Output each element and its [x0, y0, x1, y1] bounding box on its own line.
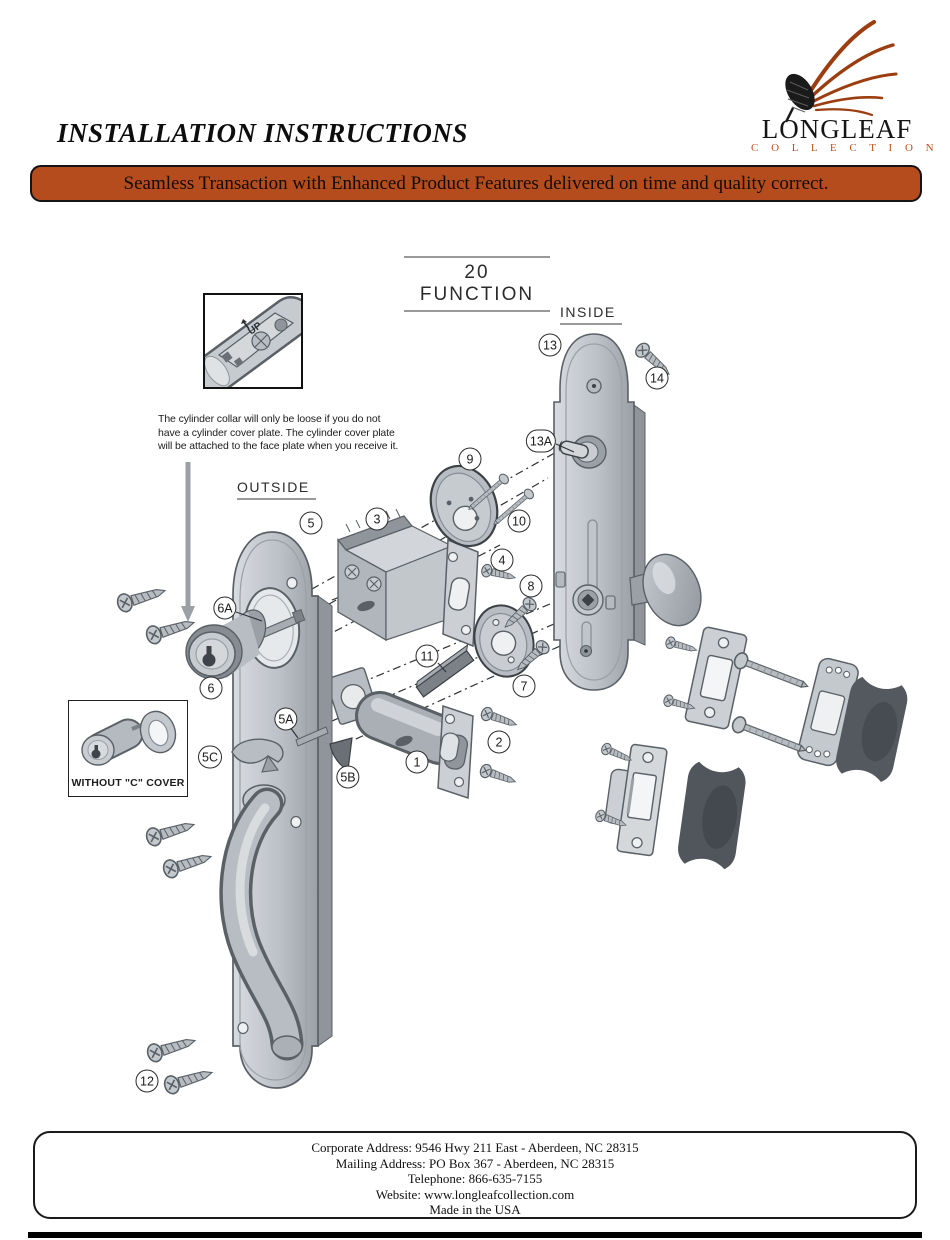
callout-8: 8 — [519, 574, 543, 598]
note-line: have a cylinder cover plate. The cylinde… — [158, 426, 395, 439]
callout-5C: 5C — [198, 745, 222, 769]
callout-11: 11 — [415, 644, 439, 668]
note-line: The cylinder collar will only be loose i… — [158, 413, 381, 425]
without-c-cover-label: WITHOUT "C" COVER — [71, 777, 185, 789]
callout-5B: 5B — [336, 765, 360, 789]
callout-6: 6 — [199, 676, 223, 700]
footer-line: Website: www.longleafcollection.com — [375, 1186, 575, 1202]
without-c-cover-art — [81, 710, 177, 766]
outside-handle — [219, 784, 304, 1061]
spindle-bar — [415, 644, 475, 698]
callout-7: 7 — [512, 674, 536, 698]
pine-cone — [784, 73, 815, 123]
deadbolt-lock-body — [337, 508, 479, 648]
latch-strike-plate — [604, 743, 668, 857]
deadbolt-dust-box — [836, 676, 908, 783]
note-pointer-arrow — [181, 462, 195, 622]
note-line: will be attached to the face plate when … — [158, 440, 399, 452]
footer-line: Made in the USA — [429, 1202, 521, 1218]
callout-5: 5 — [299, 511, 323, 535]
footer-box: Corporate Address: 9546 Hwy 211 East - A… — [33, 1131, 917, 1219]
inset-closeup-art: UP — [205, 296, 301, 387]
outside-label: OUTSIDE — [237, 479, 316, 500]
callout-5A: 5A — [274, 707, 298, 731]
logo-collection-text: C O L L E C T I O N — [751, 142, 939, 154]
spindle-hub — [572, 584, 604, 616]
footer-line: Corporate Address: 9546 Hwy 211 East - A… — [311, 1140, 639, 1155]
part-5c-cover — [231, 738, 284, 773]
inside-plate — [553, 333, 646, 691]
thumbturn — [558, 435, 607, 469]
callout-6A: 6A — [213, 596, 237, 620]
cylinder-collar-plate — [429, 464, 499, 548]
callout-9: 9 — [458, 447, 482, 471]
inside-knob — [629, 553, 702, 627]
callout-4: 4 — [490, 548, 514, 572]
bottom-page-rule — [28, 1232, 922, 1238]
callout-3: 3 — [365, 507, 389, 531]
key-cylinder — [185, 609, 267, 680]
deadbolt-strike-plate — [684, 626, 748, 730]
callout-leader-lines — [235, 443, 575, 739]
footer-line: Mailing Address: PO Box 367 - Aberdeen, … — [335, 1155, 615, 1171]
callout-1: 1 — [405, 750, 429, 774]
latch-assembly — [325, 667, 474, 800]
latch-dust-box — [678, 761, 746, 870]
callout-2: 2 — [487, 730, 511, 754]
function-heading: 20 FUNCTION — [404, 256, 550, 312]
footer-line: Telephone: 866-635-7155 — [407, 1171, 543, 1187]
callout-10: 10 — [507, 509, 531, 533]
callout-13: 13 — [538, 333, 562, 357]
callout-14: 14 — [645, 366, 669, 390]
callout-13A: 13A — [525, 429, 557, 453]
part-5a-pin — [295, 726, 329, 747]
callout-12: 12 — [135, 1069, 159, 1093]
inside-rose-plate — [473, 604, 535, 678]
tagline-banner: Seamless Transaction with Enhanced Produ… — [30, 165, 922, 202]
inside-label: INSIDE — [560, 304, 622, 325]
page-title: INSTALLATION INSTRUCTIONS — [57, 118, 468, 148]
cylinder-note: The cylinder collar will only be loose i… — [158, 413, 398, 454]
